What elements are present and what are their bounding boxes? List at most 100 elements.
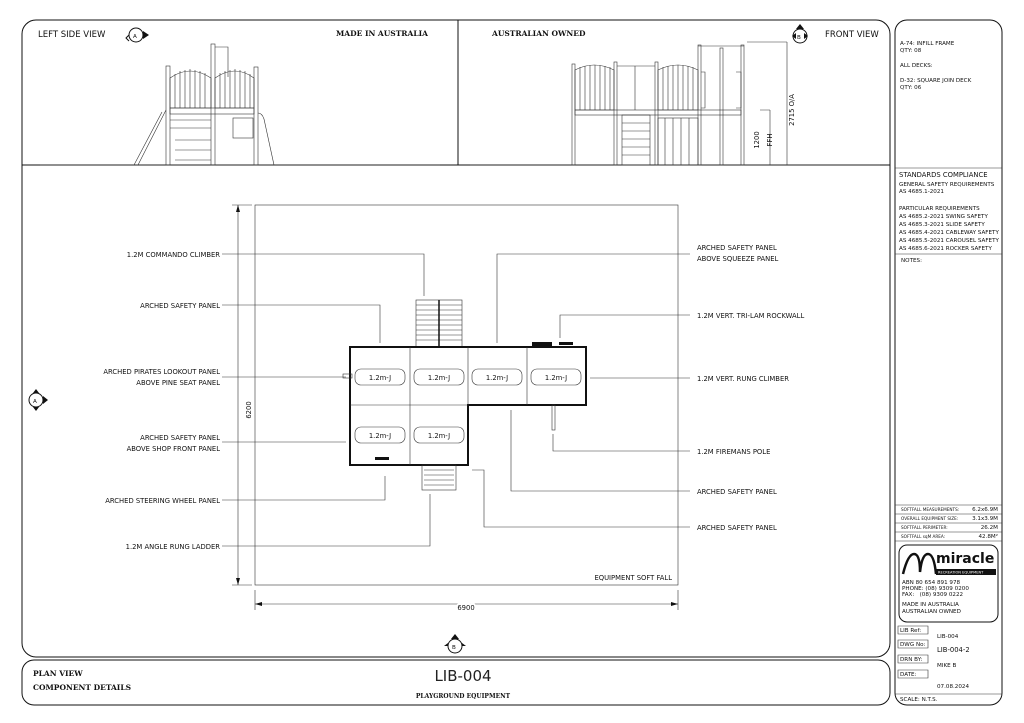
view-marker-b-plan: B bbox=[444, 634, 466, 654]
svg-text:GENERAL SAFETY REQUIREMENTS: GENERAL SAFETY REQUIREMENTS bbox=[899, 182, 995, 188]
owned-label: AUSTRALIAN OWNED bbox=[491, 29, 586, 38]
view-marker-a-plan: A bbox=[28, 389, 48, 411]
deck-labels: 1.2m-J 1.2m-J 1.2m-J 1.2m-J 1.2m-J 1.2m-J bbox=[354, 368, 582, 444]
side-panel-frame bbox=[894, 19, 1003, 706]
svg-text:FAX: (08) 9309 0222: FAX: (08) 9309 0222 bbox=[902, 592, 963, 598]
softfall-table: SOFTFALL MEASUREMENTS: 6.2x6.9M OVERALL EQ… bbox=[895, 504, 1002, 542]
front-view-title: FRONT VIEW bbox=[825, 30, 879, 40]
svg-text:DATE:: DATE: bbox=[900, 672, 917, 678]
brand-box bbox=[898, 544, 999, 623]
svg-text:PHONE: (08) 9309 0200: PHONE: (08) 9309 0200 bbox=[902, 586, 969, 592]
footer-frame bbox=[21, 659, 891, 706]
deck-pill bbox=[413, 426, 465, 444]
miracle-logo: miracle RECREATION EQUIPMENT bbox=[901, 551, 996, 575]
overall-height-dim: 2715 O/A bbox=[788, 94, 796, 126]
svg-text:ALL DECKS:: ALL DECKS: bbox=[900, 63, 933, 69]
deck-label: 1.2m-J bbox=[428, 432, 450, 440]
callout-label: 1.2M VERT. RUNG CLIMBER bbox=[697, 375, 789, 383]
callout-label: ABOVE SHOP FRONT PANEL bbox=[127, 445, 221, 453]
svg-text:DRN BY:: DRN BY: bbox=[900, 657, 922, 663]
deck-pill bbox=[530, 368, 582, 386]
title-block: LIB Ref: LIB-004 DWG No: LIB-004-2 DRN B… bbox=[895, 625, 1002, 703]
ffh-value: 1200 bbox=[753, 131, 761, 148]
svg-text:AUSTRALIAN OWNED: AUSTRALIAN OWNED bbox=[902, 609, 961, 615]
svg-text:AS 4685.3-2021 SLIDE SAFETY: AS 4685.3-2021 SLIDE SAFETY bbox=[899, 222, 985, 228]
callout-label: ARCHED SAFETY PANEL bbox=[697, 524, 777, 532]
leader-lines bbox=[222, 253, 690, 547]
parts-list: A-74: INFILL FRAME QTY: 08 ALL DECKS: D-… bbox=[900, 41, 972, 91]
front-elevation bbox=[470, 44, 880, 166]
drawing-code: LIB-004 bbox=[434, 667, 491, 685]
callout-label: ARCHED SAFETY PANEL bbox=[140, 434, 220, 442]
callout-label: 1.2M VERT. TRI-LAM ROCKWALL bbox=[697, 312, 804, 320]
svg-text:6900: 6900 bbox=[457, 604, 474, 612]
width-dimension: 6900 bbox=[254, 590, 679, 614]
callout-label: 1.2M FIREMANS POLE bbox=[697, 448, 770, 456]
view-marker-b-top: B bbox=[792, 24, 808, 44]
left-view-title: LEFT SIDE VIEW bbox=[38, 30, 106, 40]
deck-label: 1.2m-J bbox=[545, 374, 567, 382]
callout-label: ARCHED SAFETY PANEL bbox=[140, 302, 220, 310]
svg-text:A: A bbox=[133, 34, 137, 40]
height-dimension: 6200 bbox=[232, 204, 253, 586]
left-callouts: 1.2M COMMANDO CLIMBER ARCHED SAFETY PANEL… bbox=[103, 251, 220, 551]
softfall-row-label: SOFTFALL PERIMETER: bbox=[901, 525, 948, 530]
svg-text:RECREATION EQUIPMENT: RECREATION EQUIPMENT bbox=[938, 571, 984, 575]
deck-pill bbox=[354, 368, 406, 386]
deck-label: 1.2m-J bbox=[369, 374, 391, 382]
svg-text:LIB Ref:: LIB Ref: bbox=[900, 628, 921, 634]
callout-label: ABOVE SQUEEZE PANEL bbox=[697, 255, 779, 263]
right-callouts: ARCHED SAFETY PANEL ABOVE SQUEEZE PANEL 1.… bbox=[697, 244, 804, 532]
play-structure-plan bbox=[342, 299, 587, 491]
svg-text:DWG No:: DWG No: bbox=[900, 642, 926, 648]
svg-text:QTY: 06: QTY: 06 bbox=[900, 85, 922, 91]
deck-pill bbox=[354, 426, 406, 444]
ffh-label: FFH bbox=[766, 134, 774, 147]
svg-text:AS 4685.2-2021 SWING SAFETY: AS 4685.2-2021 SWING SAFETY bbox=[899, 214, 988, 220]
svg-text:A: A bbox=[33, 399, 37, 405]
callout-label: ARCHED PIRATES LOOKOUT PANEL bbox=[103, 368, 220, 376]
softfall-row-value: 42.8M² bbox=[978, 533, 998, 540]
deck-label: 1.2m-J bbox=[369, 432, 391, 440]
deck-label: 1.2m-J bbox=[486, 374, 508, 382]
svg-text:AS 4685.5-2021 CAROUSEL SAFETY: AS 4685.5-2021 CAROUSEL SAFETY bbox=[899, 238, 1000, 244]
softfall-label: EQUIPMENT SOFT FALL bbox=[594, 574, 672, 582]
svg-text:D-32: SQUARE JOIN DECK: D-32: SQUARE JOIN DECK bbox=[900, 78, 972, 84]
svg-text:B: B bbox=[452, 645, 456, 651]
svg-text:AS 4685.6-2021 ROCKER SAFETY: AS 4685.6-2021 ROCKER SAFETY bbox=[899, 246, 992, 252]
softfall-row-value: 26.2M bbox=[981, 525, 998, 531]
svg-text:AS 4685.1-2021: AS 4685.1-2021 bbox=[899, 189, 944, 195]
svg-text:6200: 6200 bbox=[245, 401, 253, 418]
svg-text:QTY: 08: QTY: 08 bbox=[900, 48, 922, 54]
deck-pill bbox=[413, 368, 465, 386]
made-in-label: MADE IN AUSTRALIA bbox=[336, 29, 428, 38]
svg-text:LIB-004-2: LIB-004-2 bbox=[937, 646, 970, 654]
svg-text:miracle: miracle bbox=[936, 551, 994, 567]
drawing-subtitle: PLAYGROUND EQUIPMENT bbox=[416, 693, 511, 700]
standards-compliance: STANDARDS COMPLIANCE GENERAL SAFETY REQU… bbox=[899, 171, 1000, 252]
callout-label: 1.2M ANGLE RUNG LADDER bbox=[126, 543, 221, 551]
svg-text:B: B bbox=[797, 35, 801, 41]
deck-pill bbox=[471, 368, 523, 386]
svg-text:AS 4685.4-2021 CABLEWAY SAFETY: AS 4685.4-2021 CABLEWAY SAFETY bbox=[899, 230, 999, 236]
softfall-row-label: SOFTFALL MEASUREMENTS: bbox=[901, 507, 959, 512]
svg-text:STANDARDS COMPLIANCE: STANDARDS COMPLIANCE bbox=[899, 171, 988, 179]
footer-plan-view: PLAN VIEW bbox=[33, 669, 83, 678]
softfall-row-value: 6.2x6.9M bbox=[972, 507, 998, 513]
view-marker-a-top: A bbox=[125, 27, 149, 43]
svg-text:SCALE: N.T.S.: SCALE: N.T.S. bbox=[900, 697, 938, 703]
left-side-elevation bbox=[40, 43, 440, 166]
callout-label: ARCHED STEERING WHEEL PANEL bbox=[105, 497, 220, 505]
svg-text:07.08.2024: 07.08.2024 bbox=[937, 684, 969, 690]
notes-label: NOTES: bbox=[901, 258, 922, 264]
callout-label: 1.2M COMMANDO CLIMBER bbox=[127, 251, 220, 259]
callout-label: ARCHED SAFETY PANEL bbox=[697, 244, 777, 252]
svg-text:LIB-004: LIB-004 bbox=[937, 634, 959, 640]
footer-component-details: COMPONENT DETAILS bbox=[33, 683, 131, 692]
softfall-row-label: OVERALL EQUIPMENT SIZE: bbox=[901, 516, 958, 521]
callout-label: ARCHED SAFETY PANEL bbox=[697, 488, 777, 496]
callout-label: ABOVE PINE SEAT PANEL bbox=[136, 379, 220, 387]
svg-text:ABN 80 654 891 978: ABN 80 654 891 978 bbox=[902, 580, 961, 586]
deck-label: 1.2m-J bbox=[428, 374, 450, 382]
